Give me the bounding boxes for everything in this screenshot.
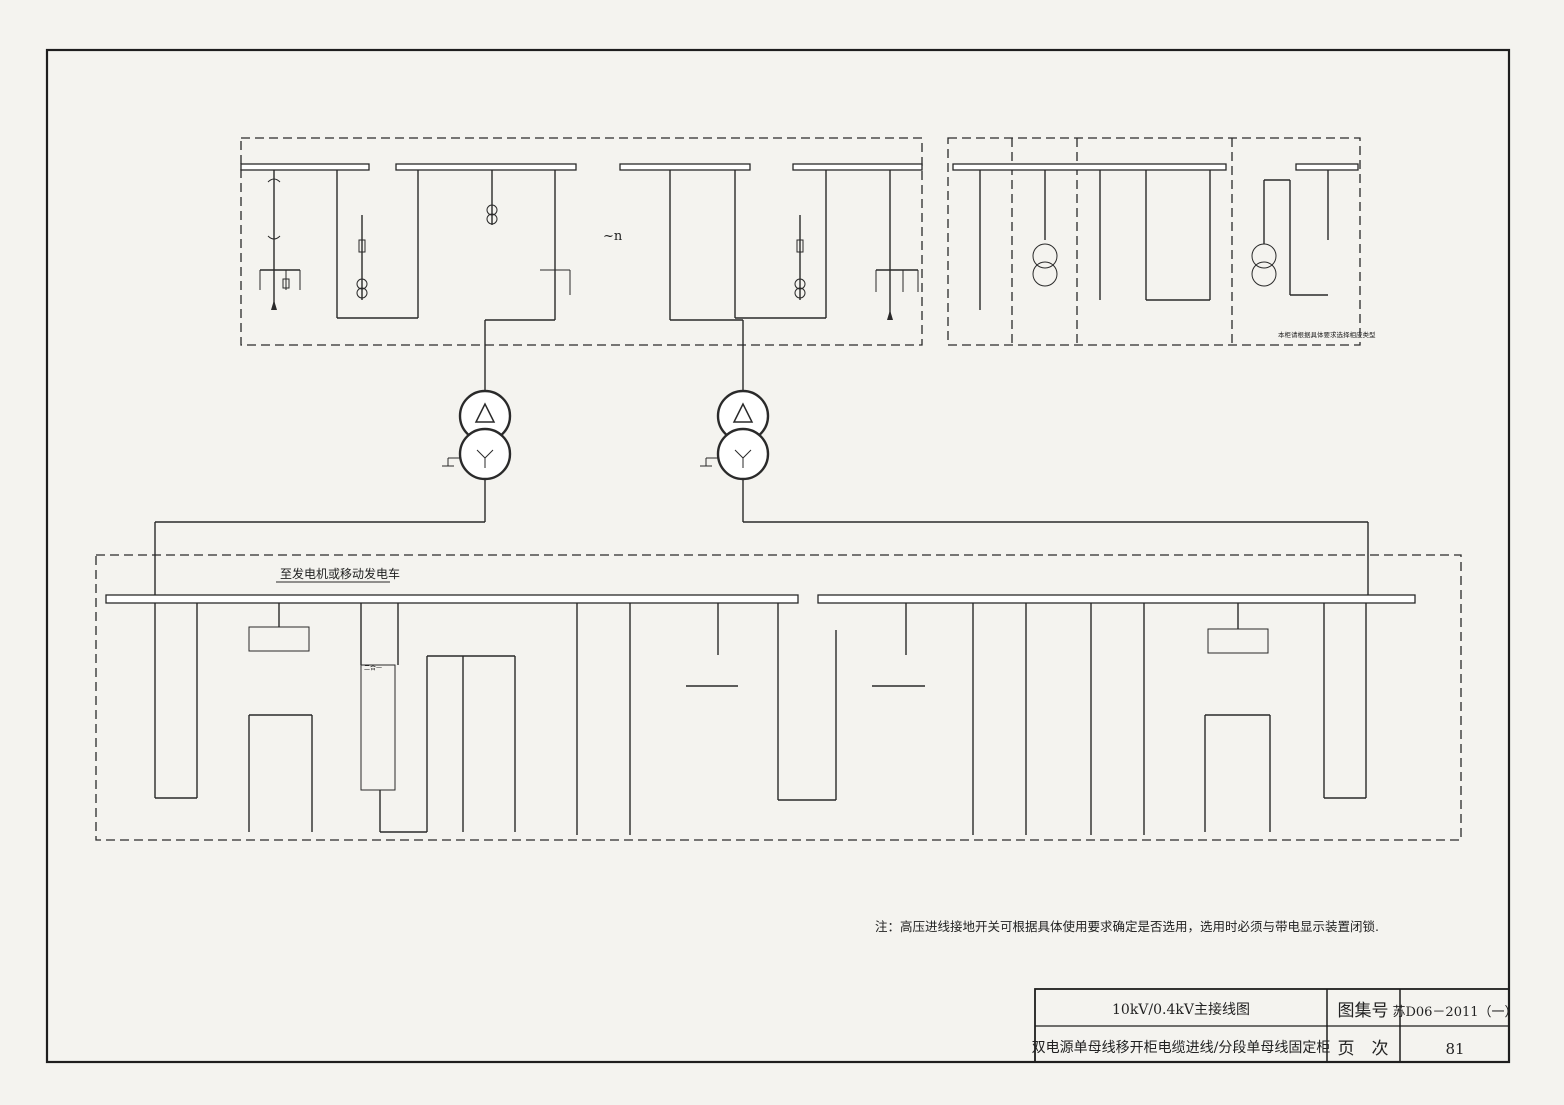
hv-outgoing-cabinet-2 (669, 170, 827, 395)
lv-busbar-section-2 (817, 594, 1416, 604)
hv-incoming-cabinet-1 (259, 170, 301, 310)
hv-busbar-2 (395, 163, 577, 171)
tie-tag: 二合一 (364, 664, 382, 672)
hv-switchgear-boundary (240, 137, 923, 346)
small-switchgear-boundary (947, 137, 1361, 346)
generator-note: 至发电机或移动发电车 (280, 566, 400, 581)
lv-switchgear-boundary (95, 554, 1462, 841)
atlas-number-value: 苏D06－2011（一） (1392, 1004, 1517, 1020)
small-box-note: 本柜请根据具体要求选择相应类型 (1278, 330, 1376, 339)
n-marker-label: ~n (603, 229, 623, 244)
hv-busbar-4 (792, 163, 923, 171)
transformer-1 (154, 389, 512, 600)
title-line-1: 10kV/0.4kV主接线图 (1112, 1001, 1250, 1018)
lv-capacitor-panel-2 (1204, 603, 1271, 832)
lv-capacitor-panel-1 (248, 603, 313, 832)
hv-pt-cabinet-1 (336, 170, 419, 319)
atlas-number-label: 图集号 (1338, 1001, 1389, 1021)
hv-incoming-cabinet-2 (875, 170, 919, 320)
title-line-2: 双电源单母线移开柜电缆进线/分段单母线固定柜 (1032, 1040, 1331, 1056)
lv-generator-panel: 二合一 (360, 603, 516, 833)
hv-busbar-3 (619, 163, 751, 171)
page-number-value: 81 (1445, 1040, 1464, 1058)
design-note: 注：高压进线接地开关可根据具体使用要求确定是否选用，选用时必须与带电显示装置闭锁… (875, 919, 1379, 934)
hv-busbar-1 (240, 163, 370, 171)
title-block: 10kV/0.4kV主接线图 双电源单母线移开柜电缆进线/分段单母线固定柜 图集… (1032, 988, 1518, 1063)
transformer-2 (700, 389, 1369, 600)
lv-incoming-panel-2 (1323, 603, 1367, 799)
lv-busbar-section-1 (105, 594, 799, 604)
small-busbar-2 (1295, 163, 1359, 171)
lv-feeder-group-1 (576, 603, 837, 835)
page-number-label: 页 次 (1338, 1039, 1389, 1059)
lv-switchgear-section: 至发电机或移动发电车 二合一 (95, 554, 1462, 841)
hv-switchgear-section: ~n (240, 137, 923, 395)
hv-outgoing-cabinet-1 (484, 170, 571, 395)
small-busbar-1 (952, 163, 1227, 171)
lv-feeder-group-2 (872, 603, 1145, 835)
lv-incoming-panel-1 (154, 603, 198, 799)
small-switchgear-section: 本柜请根据具体要求选择相应类型 (947, 137, 1376, 346)
drawing-frame (45, 48, 1511, 1064)
